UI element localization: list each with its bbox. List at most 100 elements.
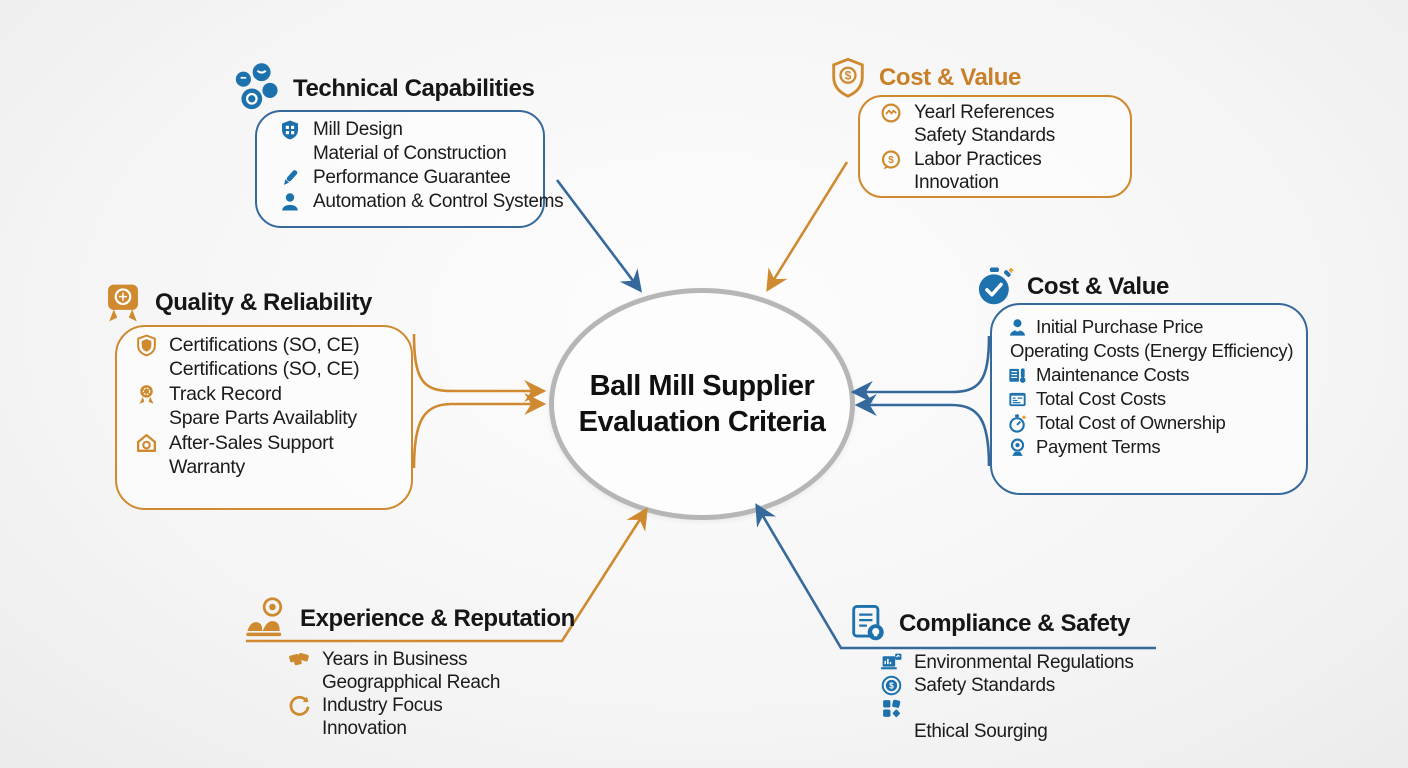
webcam-icon [1004, 437, 1030, 458]
item-label: Total Cost of Ownership [1036, 412, 1226, 433]
list-item: Total Cost of Ownership [1004, 411, 1293, 435]
technical-list: Mill Design Material of Construction Per… [255, 110, 564, 214]
laptop-chart-icon [876, 651, 906, 674]
item-label: Payment Terms [1036, 436, 1161, 457]
list-item: Certifications (SO, CE) [131, 333, 360, 358]
list-item: Spare Parts Availablity [131, 407, 359, 432]
list-item: Geograpphical Reach [284, 671, 500, 694]
list-item: Ethical Sourging [876, 720, 1134, 743]
center-node: Ball Mill Supplier Evaluation Criteria [549, 288, 855, 520]
item-label: Mill Design [313, 119, 403, 140]
shield-icon [131, 334, 161, 357]
handshake-circle-icon [876, 102, 906, 124]
item-label: Industry Focus [322, 694, 443, 716]
item-label: Safety Standards [914, 674, 1055, 696]
quality-list: Certifications (SO, CE) Certifications (… [115, 325, 360, 480]
handshake-icon [284, 648, 314, 671]
doc-thermo-icon [1004, 365, 1030, 386]
connector-quality-1 [412, 333, 547, 403]
list-item: Track Record [131, 382, 359, 407]
svg-text:$: $ [888, 155, 894, 166]
dollar-bubble-icon: $ [876, 149, 906, 171]
experience-title: Experience & Reputation [300, 605, 575, 632]
item-label: Yearl References [914, 101, 1055, 123]
person-icon [275, 191, 305, 213]
list-item: Performance Guarantee [275, 166, 563, 190]
molecule-icon [235, 63, 278, 110]
list-item: Operating Costs (Energy Efficiency) [1010, 339, 1294, 363]
people-target-icon [246, 597, 283, 637]
item-label: Certifications (SO, CE) [169, 333, 360, 356]
item-label: Automation & Control Systems [313, 191, 564, 212]
cost-value-right-box [990, 303, 1308, 495]
item-label: After-Sales Support [169, 431, 334, 454]
compliance-title: Compliance & Safety [899, 610, 1131, 637]
cost-value-right-list: Initial Purchase Price Operating Costs (… [990, 303, 1294, 459]
technical-box [255, 110, 545, 228]
item-label: Innovation [914, 172, 999, 194]
list-item: Total Cost Costs [1004, 387, 1293, 411]
cost-value-top-list: Yearl References Safety Standards $ Labo… [858, 95, 1055, 195]
refresh-icon [284, 694, 314, 717]
cost-value-top-header: $ Cost & Value [826, 56, 1021, 100]
connector-cost-value-right-1 [850, 335, 991, 404]
item-label: Ethical Sourging [914, 720, 1048, 742]
item-label: Maintenance Costs [1036, 364, 1190, 385]
item-label: Initial Purchase Price [1036, 316, 1204, 337]
list-item: Automation & Control Systems [275, 190, 564, 214]
list-item: After-Sales Support [131, 431, 359, 456]
item-label: Labor Practices [914, 148, 1042, 170]
cost-value-right-title: Cost & Value [1027, 273, 1169, 300]
doc-bulb-icon [852, 604, 884, 641]
item-label: Safety Standards [914, 125, 1055, 147]
list-item: Innovation [876, 172, 1055, 196]
connector-cost-value-top [766, 161, 849, 292]
svg-text:$: $ [845, 69, 852, 83]
cost-value-right-header: Cost & Value [972, 264, 1169, 310]
item-label: Total Cost Costs [1036, 388, 1166, 409]
list-item: Innovation [284, 718, 500, 741]
connector-quality-2 [412, 392, 547, 469]
item-label: Environmental Regulations [914, 651, 1134, 673]
quality-title: Quality & Reliability [155, 289, 372, 316]
connector-cost-value-right-2 [854, 393, 991, 467]
list-item: Environmental Regulations [876, 651, 1134, 674]
experience-list: Years in Business Geograpphical Reach In… [284, 648, 500, 741]
puzzle-icon [876, 697, 906, 720]
cost-value-top-box [858, 95, 1132, 198]
coin-icon: $ [876, 674, 906, 697]
item-label: Geograpphical Reach [322, 671, 501, 693]
item-label: Spare Parts Availablity [169, 407, 357, 430]
item-label: Performance Guarantee [313, 167, 511, 188]
list-item: Maintenance Costs [1004, 363, 1293, 387]
cost-value-top-title: Cost & Value [879, 64, 1021, 91]
list-item [876, 697, 1134, 720]
list-item: $ Labor Practices [876, 148, 1055, 172]
list-item: Yearl References [876, 101, 1055, 125]
list-item: Material of Construction [275, 142, 563, 166]
compliance-list: Environmental Regulations $ Safety Stand… [876, 651, 1134, 743]
list-item: Safety Standards [876, 125, 1055, 149]
house-lens-icon [131, 432, 161, 455]
compliance-header: Compliance & Safety [846, 602, 1131, 646]
center-title-line2: Evaluation Criteria [578, 406, 826, 438]
list-item: Years in Business [284, 648, 500, 671]
shield-grid-icon [275, 119, 305, 141]
quality-header: Quality & Reliability [100, 280, 372, 326]
svg-text:$: $ [889, 681, 894, 691]
medal-icon [131, 383, 161, 406]
pencil-icon [275, 167, 305, 189]
list-item: Initial Purchase Price [1004, 315, 1293, 339]
stopwatch-small-icon [1004, 413, 1030, 434]
list-item: $ Safety Standards [876, 674, 1134, 697]
item-label: Material of Construction [313, 143, 507, 164]
badge-icon [108, 284, 138, 322]
list-item: Mill Design [275, 118, 563, 142]
list-item: Industry Focus [284, 694, 500, 717]
connector-technical [555, 179, 642, 293]
item-label: Years in Business [322, 648, 468, 670]
person-icon [1004, 317, 1030, 338]
item-label: Warranty [169, 456, 245, 479]
technical-header: Technical Capabilities [228, 61, 535, 117]
